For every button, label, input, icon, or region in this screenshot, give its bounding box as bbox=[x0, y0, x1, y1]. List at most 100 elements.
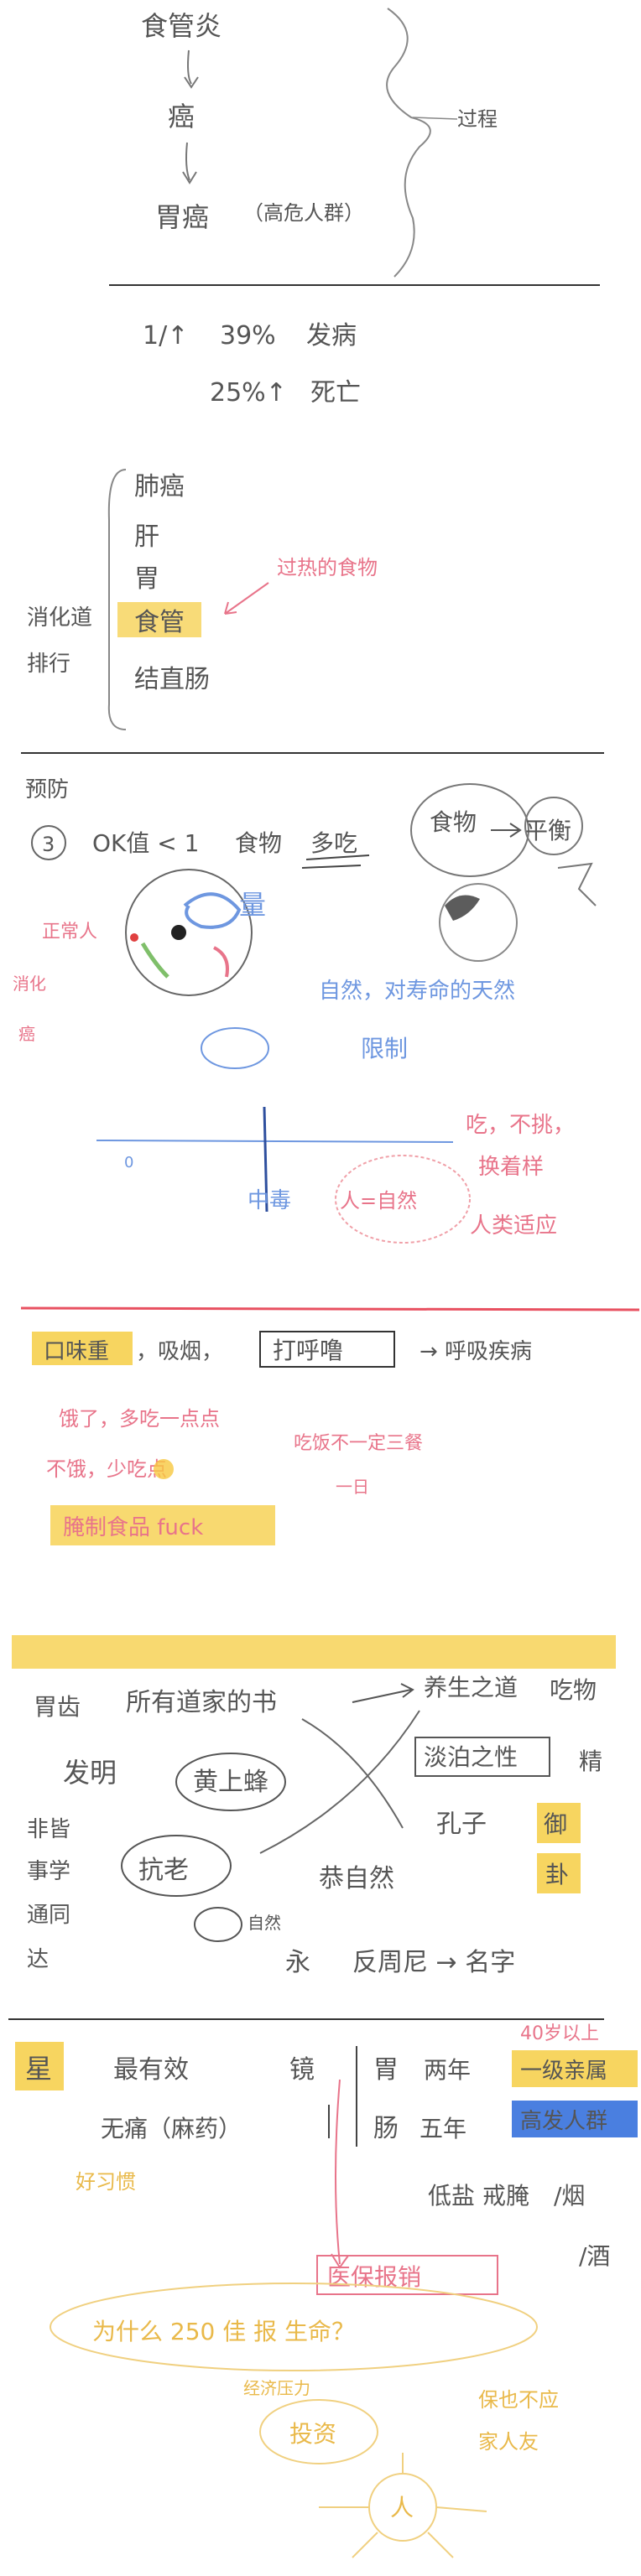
r5-c: 反周尼 → 名字 bbox=[352, 1948, 515, 1977]
left-col-1: 非皆 bbox=[27, 1817, 70, 1842]
left-col-2: 事学 bbox=[27, 1859, 70, 1884]
green-scribble bbox=[140, 942, 169, 979]
pink-meals: 吃饭不一定三餐 bbox=[294, 1433, 423, 1454]
cross-arrow-2 bbox=[259, 1710, 420, 1854]
rank-item-lung: 肺癌 bbox=[134, 472, 185, 501]
stomach-circle bbox=[125, 869, 253, 996]
gold-rays bbox=[319, 2453, 487, 2558]
r1-c: 养生之道 bbox=[424, 1674, 518, 1701]
gold-ellipse-why bbox=[50, 2283, 538, 2371]
rank-item-liver: 肝 bbox=[134, 522, 159, 552]
pickled-food-text: 腌制食品 fuck bbox=[63, 1515, 203, 1540]
box-calm bbox=[414, 1737, 550, 1777]
most-effective: 最有效 bbox=[113, 2055, 189, 2085]
red-adapt-text: 人类适应 bbox=[470, 1213, 557, 1239]
r2-a: 发明 bbox=[63, 1757, 117, 1789]
r3-a: 孔子 bbox=[436, 1810, 487, 1839]
r1-b: 所有道家的书 bbox=[126, 1688, 277, 1717]
blue-scribble bbox=[183, 892, 242, 929]
pink-over-forty: 40岁以上 bbox=[520, 2023, 599, 2044]
pink-day: 一日 bbox=[336, 1477, 369, 1497]
r3-c: 卦 bbox=[545, 1861, 569, 1888]
brace-tip bbox=[412, 117, 458, 120]
arrow-down-2 bbox=[182, 142, 197, 184]
process-label: 过程 bbox=[457, 107, 498, 131]
tag-respiratory: → 呼吸疾病 bbox=[420, 1339, 532, 1364]
rank-item-colorectal: 结直肠 bbox=[134, 665, 210, 694]
low-salt: 低盐 bbox=[428, 2182, 475, 2210]
process-step-esophagitis: 食管炎 bbox=[141, 10, 221, 42]
food-ellipse bbox=[410, 783, 529, 877]
yellow-band bbox=[12, 1635, 616, 1669]
high-risk-note: （高危人群） bbox=[243, 201, 364, 225]
side-label-rank: 排行 bbox=[27, 652, 70, 677]
blue-nature-text: 自然，对寿命的天然 bbox=[319, 979, 515, 1004]
note-hot-food: 过热的食物 bbox=[277, 556, 378, 579]
rank-item-esophagus: 食管 bbox=[134, 608, 185, 637]
divider-pink bbox=[20, 1306, 640, 1311]
arrow-down-1 bbox=[184, 49, 199, 89]
stomach-text: 胃 bbox=[373, 2055, 399, 2085]
human-nature-text: 人=自然 bbox=[340, 1189, 417, 1213]
blue-limit-text: 限制 bbox=[361, 1035, 408, 1062]
left-pink-2: 癌 bbox=[18, 1024, 35, 1044]
section-ranking: 肺癌 肝 胃 食管 结直肠 消化道 排行 过热的食物 bbox=[27, 469, 378, 730]
pink-scribble bbox=[213, 946, 229, 978]
good-habits: 好习惯 bbox=[76, 2170, 136, 2194]
underline-scribble bbox=[301, 854, 370, 869]
star-text: 星 bbox=[25, 2053, 52, 2085]
highlight-pickled bbox=[50, 1505, 275, 1545]
r1-a: 胃齿 bbox=[34, 1693, 81, 1721]
normal-person-label: 正常人 bbox=[42, 922, 97, 943]
person-text: 人 bbox=[390, 2494, 414, 2521]
yellow-dot bbox=[154, 1459, 174, 1479]
quit-alcohol: /酒 bbox=[579, 2242, 610, 2270]
two-years: 两年 bbox=[424, 2056, 471, 2084]
arrow-to-health bbox=[352, 1683, 414, 1703]
five-years: 五年 bbox=[420, 2115, 466, 2142]
quit-pickled: 戒腌 bbox=[482, 2182, 529, 2210]
section-habits: 口味重 ，吸烟， 打呼噜 → 呼吸疾病 饿了，多吃一点点 不饿，少吃点 吃饭不一… bbox=[32, 1331, 532, 1545]
black-dot bbox=[171, 925, 186, 940]
pink-ellipse bbox=[335, 1155, 471, 1244]
more-eat-text: 多吃 bbox=[310, 829, 357, 857]
protect-text: 保也不应 bbox=[478, 2388, 559, 2412]
box-snoring bbox=[259, 1331, 395, 1368]
highlight-esophagus bbox=[117, 602, 201, 637]
highlight-first-degree bbox=[512, 2050, 638, 2087]
ranking-bracket bbox=[107, 469, 127, 730]
red-dot bbox=[130, 933, 138, 942]
section-screening: 星 最有效 镜 胃 两年 40岁以上 一级亲属 无痛（麻药） 肠 五年 高发人群… bbox=[15, 2023, 638, 2558]
section-prevention: 预防 3 OK值 < 1 食物 多吃 正常人 量 食物 平衡 消化 癌 自然，对… bbox=[13, 777, 597, 1244]
item-number-circle bbox=[31, 825, 66, 860]
process-step-cancer: 癌 bbox=[168, 101, 195, 132]
section-process: 食管炎 癌 胃癌 （高危人群） 过程 bbox=[141, 8, 498, 278]
stat-incidence-value: 39% bbox=[220, 321, 276, 351]
rank-item-stomach: 胃 bbox=[134, 564, 159, 594]
ok-value-text: OK值 < 1 bbox=[92, 829, 199, 857]
highlight-high-risk bbox=[512, 2101, 638, 2137]
tag-smoking: ，吸烟， bbox=[136, 1339, 223, 1364]
section-statistics: 1/↑ 39% 发病 25%↑ 死亡 bbox=[143, 321, 361, 408]
scope-text: 镜 bbox=[289, 2055, 315, 2085]
painless-text: 无痛（麻药） bbox=[101, 2115, 242, 2142]
highlight-rule bbox=[537, 1803, 581, 1843]
axis-poison: 中毒 bbox=[248, 1188, 291, 1213]
prevention-title: 预防 bbox=[25, 777, 69, 802]
intestine-text: 肠 bbox=[373, 2114, 399, 2143]
r2-b: 黄上蜂 bbox=[193, 1768, 268, 1797]
invest-text: 投资 bbox=[289, 2420, 336, 2448]
food-balance-arrow bbox=[491, 823, 522, 838]
r5-b: 永 bbox=[285, 1948, 310, 1977]
r5-a: 自然 bbox=[248, 1913, 281, 1933]
highlight-heavy-taste bbox=[32, 1332, 133, 1365]
r1-d: 吃物 bbox=[550, 1676, 597, 1704]
left-pink-1: 消化 bbox=[13, 974, 46, 994]
family-text: 家人友 bbox=[478, 2430, 539, 2454]
pink-not-hungry: 不饿，少吃点 bbox=[46, 1457, 167, 1481]
section-taoism: 胃齿 所有道家的书 养生之道 吃物 发明 黄上蜂 淡泊之性 精 孔子 御 卦 非… bbox=[27, 1674, 602, 1977]
ellipse-anti-aging bbox=[121, 1835, 232, 1897]
face-shade bbox=[445, 895, 480, 921]
amount-label: 量 bbox=[239, 889, 266, 921]
